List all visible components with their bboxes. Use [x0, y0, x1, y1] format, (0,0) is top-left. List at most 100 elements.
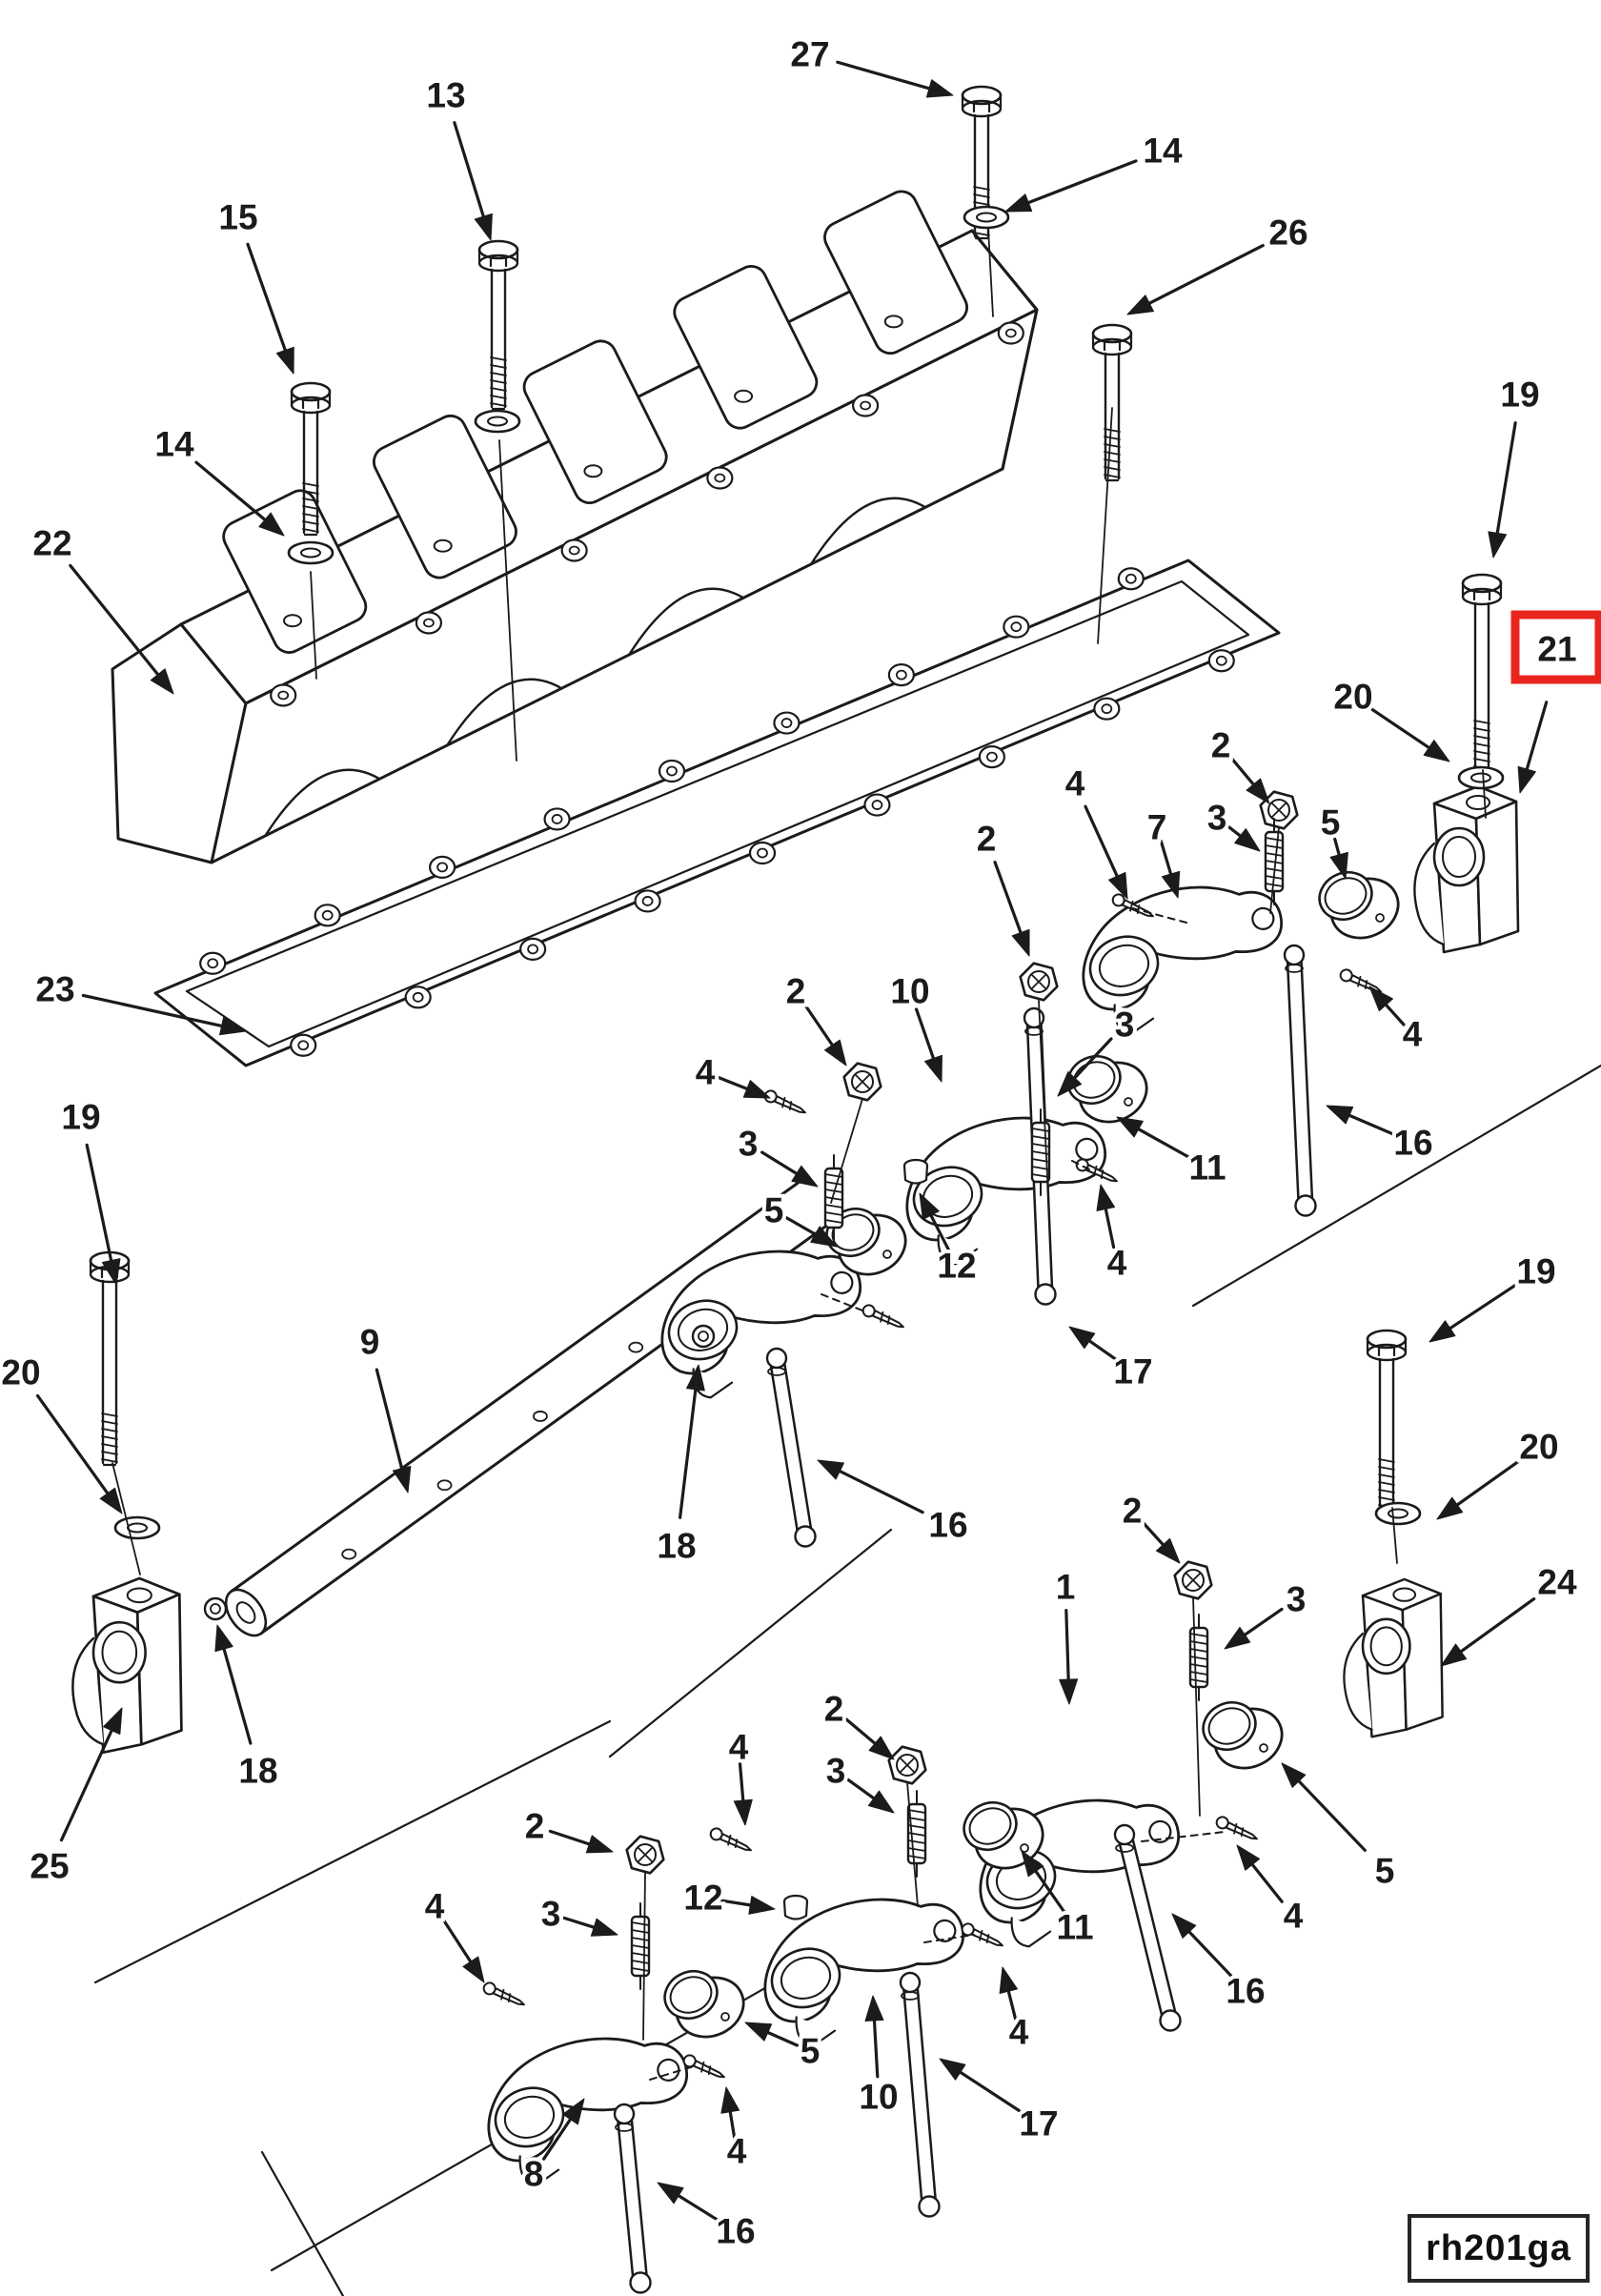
callout-25-33: 25 [26, 1707, 123, 1890]
callout-2-10: 2 [1207, 722, 1270, 804]
callout-11-20: 11 [1116, 1116, 1230, 1191]
rocker-arm [487, 2037, 688, 2186]
callout-19-28: 19 [57, 1094, 121, 1286]
callout-14-5: 14 [151, 421, 285, 537]
callout-4-25: 4 [692, 1049, 771, 1099]
callout-3-26: 3 [735, 1121, 819, 1188]
callout-number: 5 [1321, 803, 1341, 843]
callout-number: 4 [425, 1887, 445, 1926]
flat-washer [113, 1515, 161, 1540]
callout-number: 4 [727, 2132, 747, 2171]
callout-4-47: 4 [1236, 1844, 1307, 1940]
callout-20-58: 20 [1436, 1424, 1563, 1520]
callout-20-9: 20 [1329, 674, 1450, 762]
callout-19-57: 19 [1429, 1249, 1560, 1343]
rocker-shaft [224, 1176, 837, 1637]
callout-number: 3 [541, 1895, 561, 1934]
callout-number: 2 [1211, 726, 1231, 765]
callout-15-4: 15 [214, 194, 294, 375]
callout-number: 8 [524, 2155, 544, 2194]
callout-3-40: 3 [537, 1891, 618, 1938]
callout-number: 12 [937, 1247, 976, 1286]
callout-2-24: 2 [782, 968, 847, 1067]
callout-12-18: 12 [919, 1192, 981, 1290]
callout-4-35: 4 [725, 1724, 753, 1826]
callout-number: 19 [1516, 1252, 1555, 1291]
callout-20-29: 20 [0, 1350, 123, 1514]
callout-number: 16 [1393, 1124, 1432, 1163]
callout-17-17: 17 [1068, 1326, 1157, 1395]
flat-washer [1374, 1501, 1422, 1526]
hex-flange-bolt [477, 239, 519, 411]
flat-washer [963, 205, 1010, 230]
callout-number: 14 [1143, 132, 1183, 171]
callout-26-3: 26 [1126, 210, 1312, 315]
callout-number: 10 [890, 972, 929, 1011]
drawing-code-label: rh201ga [1426, 2227, 1571, 2268]
retaining-pin [709, 1827, 752, 1852]
callout-number: 19 [1500, 376, 1539, 415]
tappet-cup [902, 1158, 929, 1185]
callout-2-39: 2 [521, 1803, 614, 1854]
callout-16-55: 16 [657, 2182, 760, 2255]
callout-5-12: 5 [1317, 800, 1348, 880]
callout-number: 17 [1019, 2104, 1058, 2144]
adjusting-screw [823, 1154, 844, 1242]
callout-2-44: 2 [1119, 1488, 1181, 1564]
callout-number: 4 [1065, 764, 1085, 803]
callout-16-16: 16 [1326, 1105, 1437, 1167]
shaft-bushing [1202, 1700, 1284, 1770]
callout-number: 4 [1403, 1015, 1423, 1054]
callout-number: 22 [32, 524, 71, 563]
callout-22-6: 22 [29, 520, 174, 695]
callout-1-38: 1 [1052, 1564, 1079, 1705]
callout-number: 16 [1226, 1972, 1265, 2011]
callout-number: 20 [1, 1353, 40, 1392]
tappet-cup [782, 1894, 809, 1920]
push-rod [1283, 944, 1317, 1217]
callout-number: 21 [1537, 630, 1576, 669]
callout-number: 25 [30, 1847, 69, 1886]
hex-nut [887, 1745, 927, 1785]
callout-number: 2 [977, 820, 997, 859]
push-rod [1113, 1823, 1182, 2032]
callout-11-48: 11 [1021, 1850, 1098, 1951]
callout-19-8: 19 [1488, 372, 1544, 559]
callout-3-11: 3 [1204, 795, 1261, 852]
cover-cam-tower [522, 339, 668, 504]
callout-10-23: 10 [886, 968, 942, 1083]
callout-number: 4 [696, 1053, 716, 1092]
cover-cam-tower [372, 414, 517, 579]
callout-9-30: 9 [356, 1319, 412, 1493]
hex-nut [1019, 962, 1059, 1002]
callout-2-21: 2 [973, 816, 1030, 957]
callout-number: 16 [928, 1506, 967, 1545]
shaft-bushing [663, 1969, 745, 2039]
callout-number: 3 [739, 1125, 759, 1164]
adjusting-screw [1188, 1614, 1209, 1701]
flat-washer [1457, 765, 1505, 790]
callout-number: 11 [1188, 1148, 1226, 1188]
callout-13-1: 13 [422, 72, 493, 241]
callout-number: 7 [1147, 808, 1167, 847]
hex-flange-bolt [1366, 1329, 1408, 1513]
callout-number: 24 [1537, 1563, 1577, 1602]
callout-number: 1 [1056, 1568, 1076, 1607]
retaining-pin [961, 1922, 1003, 1947]
callout-24-43: 24 [1440, 1559, 1581, 1667]
hex-nut [842, 1062, 882, 1102]
adjusting-screw [1264, 818, 1285, 905]
retaining-pin [482, 1981, 525, 2006]
callout-8-53: 8 [520, 2098, 585, 2198]
push-rod [765, 1347, 817, 1548]
callout-number: 26 [1268, 213, 1307, 253]
callout-5-56: 5 [744, 2022, 823, 2075]
flat-washer [287, 540, 334, 565]
callout-7-14: 7 [1144, 804, 1181, 899]
callout-number: 5 [1375, 1852, 1395, 1891]
callout-number: 2 [525, 1807, 545, 1846]
callout-number: 2 [824, 1690, 844, 1729]
callout-18-34: 18 [214, 1624, 282, 1795]
shaft-bushing [825, 1207, 907, 1276]
